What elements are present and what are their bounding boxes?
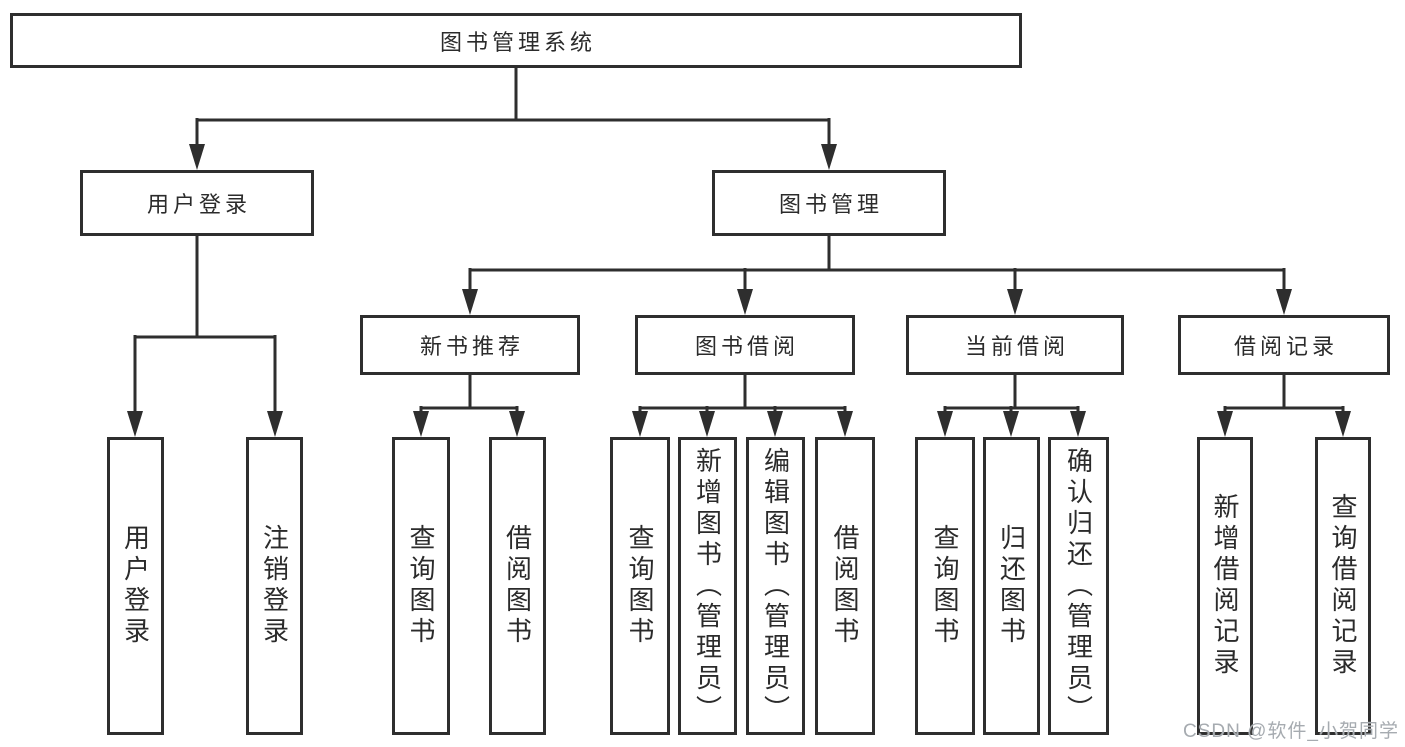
node-label: 查询图书 [625,524,655,648]
leaf-add-book-admin: 新增图书（管理员） [678,437,737,735]
node-borrowing-records: 借阅记录 [1178,315,1390,375]
leaf-edit-book-admin: 编辑图书（管理员） [746,437,805,735]
node-label: 当前借阅 [964,334,1069,359]
leaf-user-login: 用户登录 [107,437,164,735]
node-label: 查询图书 [406,524,436,648]
leaf-borrow-books-borrowing: 借阅图书 [815,437,875,735]
leaf-query-books-current: 查询图书 [915,437,975,735]
leaf-add-borrow-record: 新增借阅记录 [1197,437,1253,735]
leaf-query-borrow-record: 查询借阅记录 [1315,437,1371,735]
node-label: 归还图书 [996,524,1027,648]
leaf-logout: 注销登录 [246,437,303,735]
node-label: 图书借阅 [694,334,799,359]
node-label: 用户登录 [120,524,151,648]
node-label: 查询图书 [930,524,960,648]
node-label: 图书管理 [778,192,883,217]
node-label: 编辑图书（管理员） [760,446,791,726]
node-new-book-recommend: 新书推荐 [360,315,580,375]
node-label: 确认归还（管理员） [1063,446,1094,726]
leaf-query-books-borrowing: 查询图书 [610,437,670,735]
node-label: 注销登录 [259,524,290,648]
node-library-management-system: 图书管理系统 [10,13,1022,68]
node-book-borrowing: 图书借阅 [635,315,855,375]
node-label: 新书推荐 [419,334,524,359]
node-user-login: 用户登录 [80,170,314,236]
node-label: 图书管理系统 [439,29,596,55]
watermark: CSDN @软件_小贺同学 [1183,721,1399,742]
node-label: 查询借阅记录 [1328,493,1358,679]
leaf-query-books-recommend: 查询图书 [392,437,450,735]
node-label: 借阅图书 [502,524,533,648]
node-label: 借阅记录 [1233,334,1338,359]
leaf-confirm-return-admin: 确认归还（管理员） [1048,437,1109,735]
node-label: 新增借阅记录 [1210,493,1240,679]
node-label: 用户登录 [146,192,251,217]
leaf-return-book: 归还图书 [983,437,1040,735]
node-current-borrowing: 当前借阅 [906,315,1124,375]
node-label: 借阅图书 [830,524,860,648]
node-book-management: 图书管理 [712,170,946,236]
leaf-borrow-books-recommend: 借阅图书 [489,437,546,735]
node-label: 新增图书（管理员） [692,446,723,726]
